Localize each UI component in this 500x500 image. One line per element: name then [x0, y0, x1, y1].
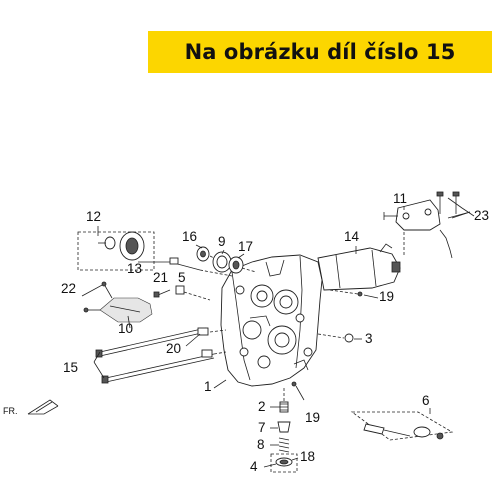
label-9: 9	[218, 234, 226, 249]
label-2: 2	[258, 399, 266, 414]
label-20: 20	[166, 341, 181, 356]
clip-part-5	[175, 285, 211, 301]
label-15: 15	[63, 360, 78, 375]
bolt-part-19-upper	[329, 289, 363, 297]
label-18: 18	[300, 449, 315, 464]
filter-part-6	[350, 411, 454, 441]
label-17: 17	[238, 239, 253, 254]
plug-stack-parts	[270, 388, 298, 473]
label-13: 13	[127, 261, 142, 276]
banner-text: Na obrázku díl číslo 15	[184, 40, 456, 64]
label-22: 22	[61, 281, 76, 296]
label-fr: FR.	[3, 406, 18, 416]
front-direction-arrow	[27, 399, 59, 415]
bolt-part-19-lower	[291, 381, 305, 401]
starter-motor-part	[317, 243, 401, 291]
long-bolts-part-15	[93, 327, 215, 384]
label-11: 11	[393, 191, 407, 206]
cover-plate-part-10	[99, 297, 153, 323]
label-21: 21	[153, 270, 168, 285]
label-3: 3	[365, 331, 373, 346]
bolt-part-3	[317, 333, 354, 343]
oil-seal-part-12	[77, 231, 155, 271]
label-6: 6	[422, 393, 430, 408]
label-8: 8	[257, 437, 265, 452]
label-14: 14	[344, 229, 360, 244]
label-7: 7	[258, 420, 266, 435]
bolts-part-22	[81, 281, 113, 313]
seals-parts-16-9-17	[196, 246, 257, 274]
label-16: 16	[182, 229, 197, 244]
part-number-banner: Na obrázku díl číslo 15	[148, 31, 492, 73]
bolt-part-21	[153, 289, 171, 298]
bracket-part-11	[383, 199, 453, 259]
label-19-lower: 19	[305, 410, 320, 425]
label-23: 23	[474, 208, 489, 223]
stud-part-13	[138, 257, 233, 277]
dowel-pin-part-20	[197, 327, 227, 358]
label-4: 4	[250, 459, 258, 474]
leader-lines	[97, 197, 475, 468]
label-19-upper: 19	[379, 289, 394, 304]
label-1: 1	[204, 379, 212, 394]
label-12: 12	[86, 209, 101, 224]
label-10: 10	[118, 321, 133, 336]
label-5: 5	[178, 270, 186, 285]
bolts-part-23	[436, 191, 471, 219]
crankcase-part	[220, 254, 323, 387]
